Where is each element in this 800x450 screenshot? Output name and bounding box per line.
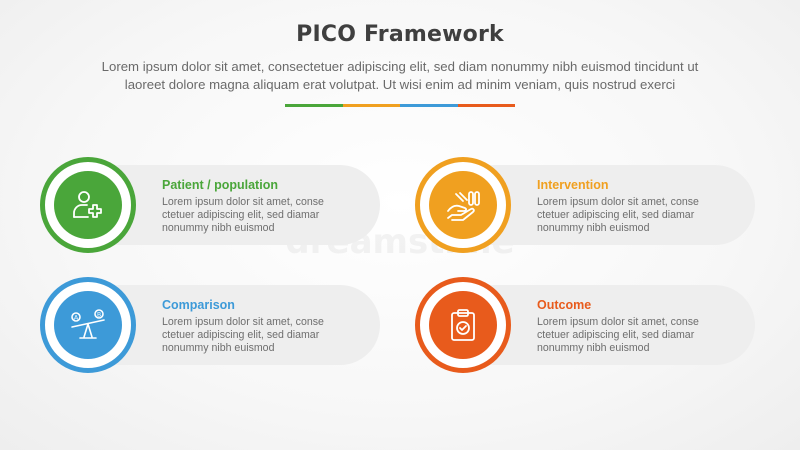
divider-segment-3 xyxy=(400,104,458,107)
card-line-1: Lorem ipsum dolor sit amet, conse xyxy=(162,196,324,208)
card-title: Comparison xyxy=(162,298,235,312)
divider-segment-1 xyxy=(285,104,343,107)
card-disc xyxy=(429,291,497,359)
card-description: Lorem ipsum dolor sit amet, conse ctetue… xyxy=(162,316,372,355)
card-comparison: A B Comparison Lorem ipsum dolor sit ame… xyxy=(40,277,400,373)
svg-text:A: A xyxy=(74,315,79,322)
page-subtitle: Lorem ipsum dolor sit amet, consectetuer… xyxy=(40,58,760,94)
card-intervention: Intervention Lorem ipsum dolor sit amet,… xyxy=(415,157,775,253)
subtitle-line-1: Lorem ipsum dolor sit amet, consectetuer… xyxy=(101,59,699,74)
card-line-3: nonummy nibh euismod xyxy=(537,222,650,234)
card-disc xyxy=(54,171,122,239)
page-title: PICO Framework xyxy=(296,22,504,47)
person-plus-icon xyxy=(73,191,102,218)
card-title: Intervention xyxy=(537,178,609,192)
card-patient: Patient / population Lorem ipsum dolor s… xyxy=(40,157,400,253)
svg-text:B: B xyxy=(97,312,101,319)
card-line-2: ctetuer adipiscing elit, sed diamar xyxy=(162,329,320,341)
card-line-1: Lorem ipsum dolor sit amet, conse xyxy=(537,316,699,328)
card-description: Lorem ipsum dolor sit amet, conse ctetue… xyxy=(537,316,747,355)
hand-pills-icon xyxy=(447,191,480,221)
card-title: Patient / population xyxy=(162,178,278,192)
card-description: Lorem ipsum dolor sit amet, conse ctetue… xyxy=(537,196,747,235)
card-line-3: nonummy nibh euismod xyxy=(537,342,650,354)
card-ring xyxy=(415,277,511,373)
card-ring xyxy=(415,157,511,253)
subtitle-line-2: laoreet dolore magna aliquam erat volutp… xyxy=(124,77,676,92)
seesaw-ab-icon: A B xyxy=(71,309,105,339)
clipboard-check-icon xyxy=(451,309,475,341)
card-line-3: nonummy nibh euismod xyxy=(162,342,275,354)
card-ring: A B xyxy=(40,277,136,373)
card-line-3: nonummy nibh euismod xyxy=(162,222,275,234)
card-line-2: ctetuer adipiscing elit, sed diamar xyxy=(537,329,695,341)
divider-segment-2 xyxy=(342,104,400,107)
card-line-1: Lorem ipsum dolor sit amet, conse xyxy=(537,196,699,208)
color-divider xyxy=(285,104,515,107)
card-ring xyxy=(40,157,136,253)
card-title: Outcome xyxy=(537,298,592,312)
card-line-1: Lorem ipsum dolor sit amet, conse xyxy=(162,316,324,328)
card-outcome: Outcome Lorem ipsum dolor sit amet, cons… xyxy=(415,277,775,373)
card-disc xyxy=(429,171,497,239)
card-line-2: ctetuer adipiscing elit, sed diamar xyxy=(537,209,695,221)
card-description: Lorem ipsum dolor sit amet, conse ctetue… xyxy=(162,196,372,235)
divider-segment-4 xyxy=(457,104,515,107)
card-disc: A B xyxy=(54,291,122,359)
card-line-2: ctetuer adipiscing elit, sed diamar xyxy=(162,209,320,221)
